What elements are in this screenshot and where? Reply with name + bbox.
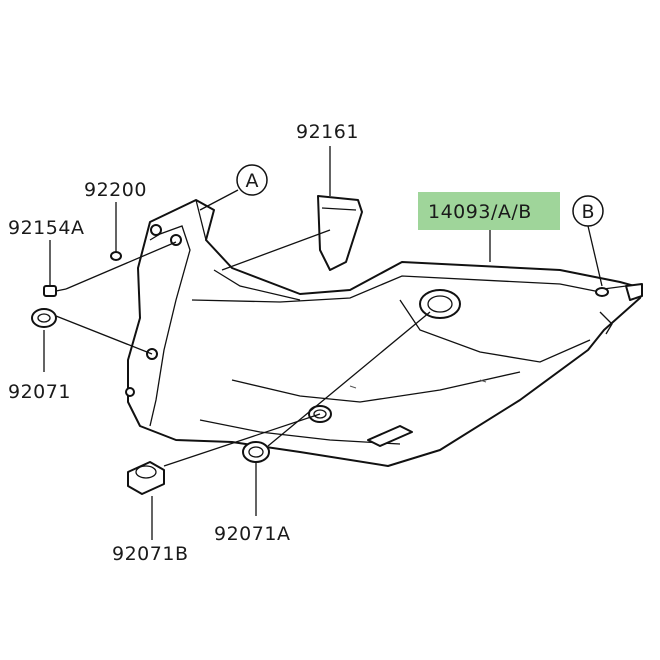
label-92200[interactable]: 92200 [84, 179, 147, 201]
pad-92161 [317, 195, 363, 271]
label-leaders [43, 146, 603, 540]
label-92071b[interactable]: 92071B [112, 543, 188, 565]
callout-b: B [572, 195, 604, 227]
washer-92200 [110, 251, 122, 261]
label-92161[interactable]: 92161 [296, 121, 359, 143]
callout-a: A [236, 164, 268, 196]
label-92154a[interactable]: 92154A [8, 217, 84, 239]
lower-cowl-panel [125, 199, 643, 467]
callout-b-letter: B [581, 201, 594, 223]
label-14093[interactable]: 14093/A/B [428, 201, 532, 223]
grommet-92071b [127, 461, 165, 495]
label-92071a[interactable]: 92071A [214, 523, 290, 545]
bolt-92154a [43, 285, 67, 297]
grommet-92071a [242, 441, 270, 463]
highlight-box-14093 [418, 192, 560, 230]
grommet-92071 [31, 308, 57, 328]
callout-a-letter: A [246, 170, 259, 192]
assembly-lines [55, 229, 431, 467]
label-92071[interactable]: 92071 [8, 381, 71, 403]
